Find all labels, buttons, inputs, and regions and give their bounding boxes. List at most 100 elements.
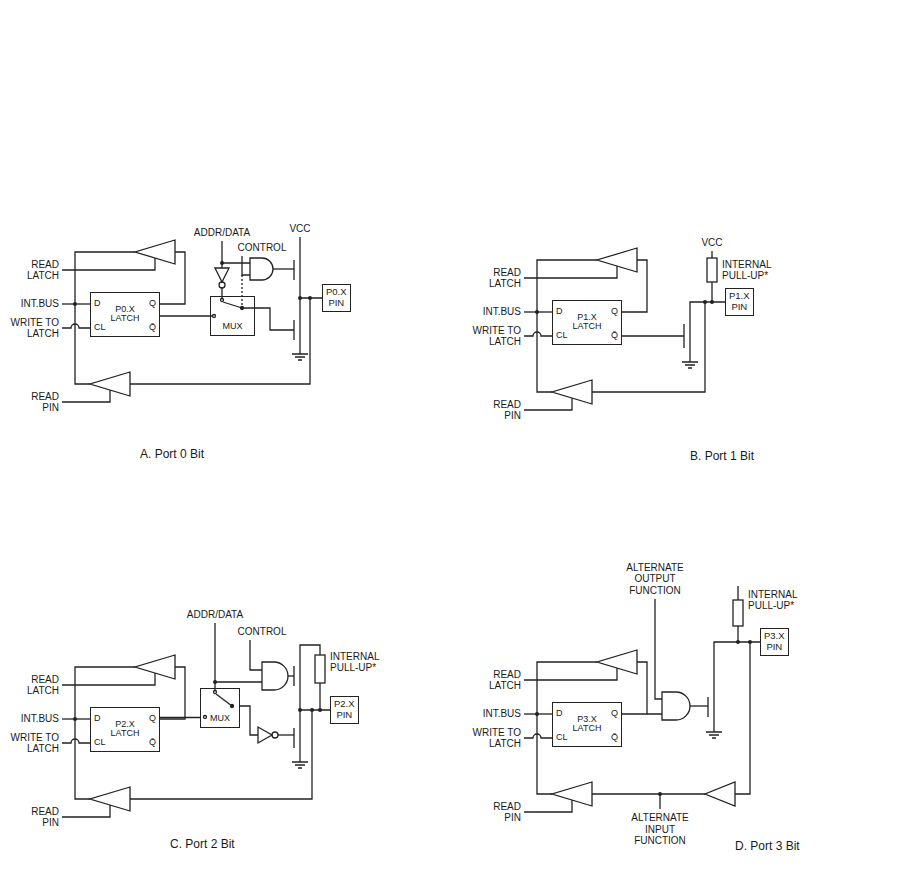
port1-driver (622, 302, 725, 350)
signal-name: CONTROL (238, 242, 287, 254)
port3-driver (658, 792, 662, 796)
port2-driver (278, 734, 294, 735)
signal-name: WRITE TO LATCH (7, 732, 59, 755)
port2-driver (204, 716, 207, 719)
port3-driver (708, 642, 760, 719)
port2-driver (214, 691, 217, 694)
signal-name: INT.BUS (483, 306, 521, 318)
signal-name: VCC (289, 223, 310, 235)
port2-driver (231, 705, 234, 708)
port2-driver (292, 750, 308, 768)
port1-buffers (524, 248, 647, 410)
port0-driver (294, 318, 300, 342)
signal-name: ALTERNATE OUTPUT FUNCTION (620, 562, 690, 597)
port0-buffers (62, 240, 185, 402)
signal-name: INTERNAL PULL-UP* (748, 589, 806, 612)
output-label: Q (149, 714, 156, 724)
port0-driver (220, 261, 224, 265)
port2-driver (294, 726, 300, 750)
latch-box: DP0.X LATCHQCLQ̄ (90, 292, 160, 337)
signal-name: READ LATCH (481, 267, 521, 290)
port0-driver (242, 256, 250, 275)
output-bar-label: Q̄ (611, 733, 618, 743)
port2-driver (300, 683, 330, 726)
signal-name: READ PIN (23, 391, 59, 414)
port3-driver (705, 782, 735, 806)
port0-driver (221, 299, 224, 302)
port0-driver (213, 315, 216, 318)
clock-label: CL (556, 733, 568, 743)
mux-box: MUX (200, 688, 240, 728)
pin-box: P1.X PIN (725, 288, 754, 316)
port2-driver (298, 708, 302, 712)
output-label: Q (611, 307, 618, 317)
port0-driver (219, 282, 225, 288)
pin-name: P2.X PIN (334, 699, 355, 721)
signal-name: ALTERNATE INPUT FUNCTION (625, 812, 695, 847)
port0-driver (298, 296, 302, 300)
port2-driver (216, 694, 232, 706)
port0-driver (241, 275, 242, 306)
figure-caption: B. Port 1 Bit (690, 450, 754, 464)
port2-driver (250, 640, 262, 670)
latch-box: DP3.X LATCHQ CL Q̄ (552, 702, 622, 747)
port2-buffers (62, 655, 185, 817)
signal-name: VCC (701, 237, 722, 249)
port3-driver (662, 692, 690, 720)
pin-name: P0.X PIN (326, 287, 347, 309)
signal-name: READ LATCH (481, 669, 521, 692)
port2-driver (213, 680, 217, 684)
port3-driver (735, 642, 750, 794)
signal-name: WRITE TO LATCH (469, 325, 521, 348)
signal-name: WRITE TO LATCH (7, 317, 59, 340)
pin-box: P3.X PIN (760, 628, 789, 656)
clock-label: CL (94, 323, 106, 333)
port0-driver (223, 302, 255, 308)
latch-name: P2.X LATCH (103, 720, 147, 740)
input-label: D (94, 299, 101, 309)
signal-name: INT.BUS (21, 713, 59, 725)
port0-driver (241, 307, 244, 310)
port2-driver (288, 675, 294, 676)
port2-driver (240, 706, 258, 735)
port0-driver (255, 308, 294, 330)
port2-driver (258, 727, 272, 743)
pin-box: P0.X PIN (322, 284, 351, 312)
output-bar-label: Q̄ (149, 323, 156, 333)
pin-name: P3.X PIN (764, 631, 785, 653)
output-bar-label: Q̄ (611, 331, 618, 341)
latch-name: P1.X LATCH (565, 313, 609, 333)
latch-box: DP1.X LATCHQCLQ̄ (552, 300, 622, 345)
pin-box: P2.X PIN (330, 696, 359, 724)
signal-name: READ PIN (485, 801, 521, 824)
input-label: D (556, 709, 563, 719)
output-bar-label: Q̄ (149, 738, 156, 748)
port3-driver (706, 719, 722, 738)
mux-label: MUX (211, 322, 254, 332)
port0-driver (308, 296, 312, 300)
port1-driver (703, 300, 707, 304)
signal-name: READ LATCH (19, 259, 59, 282)
port3-driver (647, 599, 662, 714)
input-label: D (94, 714, 101, 724)
output-label: Q (149, 299, 156, 309)
port3-driver (592, 586, 760, 809)
port0-driver (250, 258, 273, 280)
output-label: Q (611, 709, 618, 719)
mux-box: MUX (210, 296, 255, 336)
signal-wire (160, 315, 210, 316)
signal-name: READ PIN (485, 399, 521, 422)
port3-driver (592, 794, 705, 809)
pin-name: P1.X PIN (729, 291, 750, 313)
signal-name: INT.BUS (483, 708, 521, 720)
port2-driver (272, 732, 278, 738)
port0-driver (273, 268, 294, 269)
port0-driver (130, 298, 310, 384)
latch-name: P3.X LATCH (565, 715, 609, 735)
clock-label: CL (94, 738, 106, 748)
signal-name: WRITE TO LATCH (469, 727, 521, 750)
port3-driver (690, 705, 708, 706)
signal-name: ADDR/DATA (187, 609, 243, 621)
